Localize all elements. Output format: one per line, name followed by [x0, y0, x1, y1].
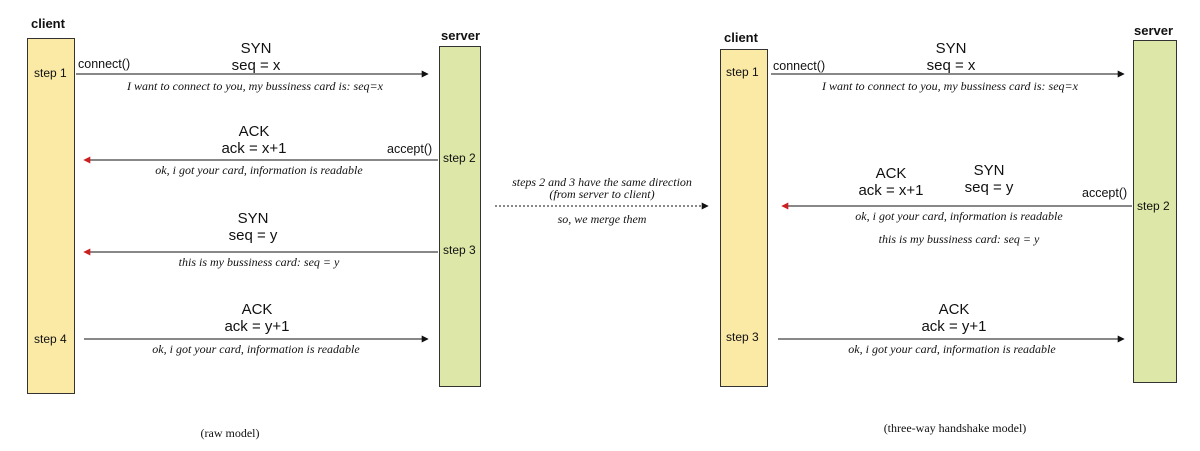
raw-msg-1: SYN seq = x	[206, 40, 306, 74]
raw-client-lifeline	[27, 38, 75, 394]
raw-client-label: client	[31, 16, 65, 31]
hs-client-step-3: step 3	[726, 330, 759, 344]
raw-msg-4: ACK ack = y+1	[207, 301, 307, 335]
raw-server-lifeline	[439, 46, 481, 387]
hs-msg-3: ACK ack = y+1	[904, 301, 1004, 335]
hs-msg-2-note: ok, i got your card, information is read…	[855, 209, 1063, 223]
hs-msg-1-value: seq = x	[926, 57, 976, 74]
raw-server-step-3: step 3	[443, 243, 476, 257]
hs-server-step-2: step 2	[1137, 199, 1170, 213]
raw-msg-1-type: SYN	[240, 40, 272, 57]
hs-msg-3-type: ACK	[938, 301, 970, 318]
hs-msg-2-syn-type: SYN	[973, 162, 1005, 179]
hs-msg-3-note: ok, i got your card, information is read…	[848, 342, 1056, 356]
hs-client-lifeline	[720, 49, 768, 387]
hs-model-caption: (three-way handshake model)	[883, 421, 1027, 435]
raw-msg-2-type: ACK	[238, 123, 270, 140]
hs-server-label: server	[1134, 23, 1174, 38]
raw-server-label: server	[441, 28, 481, 43]
raw-client-step-1: step 1	[34, 66, 67, 80]
hs-msg-2-syn: SYN seq = y	[939, 162, 1039, 196]
raw-msg-3-note: this is my bussiness card: seq = y	[178, 255, 340, 269]
raw-msg-2: ACK ack = x+1	[204, 123, 304, 157]
raw-msg-1-value: seq = x	[231, 57, 281, 74]
raw-msg-1-note: I want to connect to you, my bussiness c…	[127, 79, 383, 93]
hs-msg-1-note: I want to connect to you, my bussiness c…	[822, 79, 1078, 93]
raw-server-step-2: step 2	[443, 151, 476, 165]
raw-msg-2-value: ack = x+1	[221, 140, 287, 157]
raw-model-caption: (raw model)	[200, 426, 260, 440]
hs-connect-call: connect()	[773, 59, 826, 73]
hs-server-lifeline	[1133, 40, 1177, 383]
raw-msg-4-type: ACK	[241, 301, 273, 318]
hs-msg-3-value: ack = y+1	[921, 318, 987, 335]
hs-msg-2-ack-type: ACK	[875, 165, 907, 182]
merge-line-2: (from server to client)	[549, 187, 655, 201]
raw-msg-3-value: seq = y	[228, 227, 278, 244]
hs-msg-1: SYN seq = x	[901, 40, 1001, 74]
hs-msg-2-syn-value: seq = y	[964, 179, 1014, 196]
raw-client-step-4: step 4	[34, 332, 67, 346]
raw-connect-call: connect()	[78, 57, 131, 71]
raw-msg-2-note: ok, i got your card, information is read…	[155, 163, 363, 177]
raw-msg-3: SYN seq = y	[203, 210, 303, 244]
hs-client-label: client	[724, 30, 758, 45]
raw-accept-call: accept()	[387, 142, 433, 156]
hs-msg-2-note-2: this is my bussiness card: seq = y	[878, 232, 1040, 246]
hs-msg-2-ack-value: ack = x+1	[858, 182, 924, 199]
hs-msg-1-type: SYN	[935, 40, 967, 57]
merge-line-1: steps 2 and 3 have the same direction	[512, 175, 692, 189]
hs-accept-call: accept()	[1082, 186, 1128, 200]
raw-msg-4-value: ack = y+1	[224, 318, 290, 335]
hs-msg-2-ack: ACK ack = x+1	[841, 165, 941, 199]
hs-client-step-1: step 1	[726, 65, 759, 79]
raw-msg-3-type: SYN	[237, 210, 269, 227]
raw-msg-4-note: ok, i got your card, information is read…	[152, 342, 360, 356]
merge-line-3: so, we merge them	[557, 212, 647, 226]
